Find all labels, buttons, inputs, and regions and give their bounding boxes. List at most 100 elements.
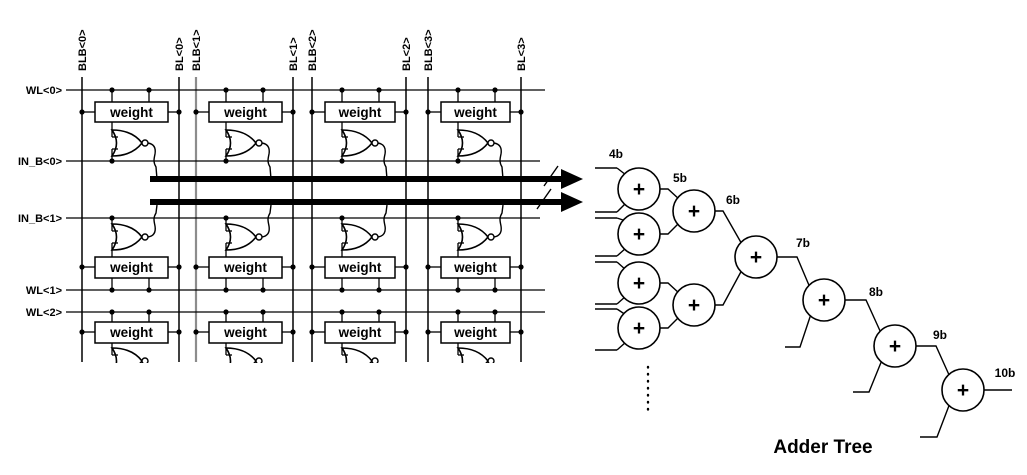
- connection-dot: [79, 264, 85, 270]
- connection-dot: [223, 158, 229, 164]
- nor-gate-bubble-icon: [141, 233, 149, 241]
- adder-circle: [802, 278, 846, 322]
- connection-dot: [376, 87, 382, 93]
- connection-dot: [376, 287, 382, 293]
- weight-box: [208, 101, 283, 123]
- bitwidth-label: 4b: [609, 147, 623, 161]
- adder-circle: [672, 189, 716, 233]
- connection-dot: [455, 87, 461, 93]
- weight-box-label: weight: [338, 325, 382, 340]
- connection-dot: [518, 109, 524, 115]
- connection-dot: [403, 264, 409, 270]
- adder-wire: [660, 315, 681, 329]
- adder-wire: [777, 256, 812, 291]
- nor-output-wire: [147, 142, 158, 180]
- weight-box-label: weight: [338, 105, 382, 120]
- nor-gate: [110, 129, 144, 157]
- connection-dot: [309, 264, 315, 270]
- adder-node: +: [617, 167, 661, 211]
- plus-icon: +: [633, 317, 645, 340]
- adder-circle: [617, 261, 661, 305]
- bitline-label: BLB<0>: [77, 29, 89, 71]
- adder-circle: [941, 368, 985, 412]
- plus-icon: +: [633, 223, 645, 246]
- connection-dot: [260, 87, 266, 93]
- adder-wire: [660, 188, 681, 201]
- adder-wire: [845, 299, 882, 334]
- weight-box: [324, 321, 396, 344]
- nor-gate: [224, 129, 258, 157]
- bus-break-slash: [536, 188, 552, 210]
- bitline-label: BL<3>: [516, 37, 528, 71]
- connection-dot: [146, 309, 152, 315]
- connection-dot: [176, 264, 182, 270]
- connection-dot: [109, 215, 115, 221]
- bus-line: [150, 176, 561, 182]
- wordline-label: WL<1>: [26, 285, 62, 297]
- nor-gate: [340, 223, 374, 251]
- nor-gate-bubble-icon: [141, 139, 149, 147]
- weight-box-label: weight: [453, 325, 497, 340]
- plus-icon: +: [688, 294, 700, 317]
- adder-wire: [920, 402, 951, 438]
- connection-dot: [79, 109, 85, 115]
- input-line-label: IN_B<1>: [18, 213, 62, 225]
- weight-box: [94, 101, 169, 123]
- connection-dot: [309, 109, 315, 115]
- adder-wire: [916, 345, 951, 378]
- nor-gate: [456, 347, 490, 363]
- nor-gate: [224, 223, 258, 251]
- connection-dot: [223, 309, 229, 315]
- weight-box: [440, 101, 511, 123]
- connection-dot: [455, 158, 461, 164]
- bus-arrowhead-icon: [561, 192, 583, 212]
- nor-gate-bubble-icon: [255, 139, 263, 147]
- bitline-label: BLB<2>: [307, 29, 319, 71]
- connection-dot: [339, 87, 345, 93]
- connection-dot: [492, 287, 498, 293]
- connection-dot: [403, 109, 409, 115]
- connection-dot: [290, 109, 296, 115]
- connection-dot: [339, 287, 345, 293]
- nor-output-wire: [261, 204, 272, 238]
- adder-wire: [715, 210, 744, 247]
- weight-box: [324, 101, 396, 123]
- bitwidth-label: 10b: [995, 366, 1016, 380]
- adder-wire: [853, 359, 883, 393]
- plus-icon: +: [688, 200, 700, 223]
- bitline-label: BLB<1>: [191, 29, 203, 71]
- connection-dot: [518, 264, 524, 270]
- connection-dot: [339, 215, 345, 221]
- bitline-label: BL<1>: [288, 37, 300, 71]
- adder-wire: [660, 282, 681, 295]
- connection-dot: [109, 87, 115, 93]
- connection-dot: [109, 158, 115, 164]
- nor-gate-bubble-icon: [487, 139, 495, 147]
- weight-box: [208, 321, 283, 344]
- adder-wire: [715, 267, 744, 306]
- wordline-label: WL<2>: [26, 307, 62, 319]
- adder-wire: [660, 221, 681, 235]
- adder-circle: [873, 324, 917, 368]
- bitwidth-label: 7b: [796, 236, 810, 250]
- connection-dot: [146, 87, 152, 93]
- weight-box: [440, 321, 511, 344]
- input-line-label: IN_B<0>: [18, 156, 62, 168]
- connection-dot: [176, 329, 182, 335]
- connection-dot: [425, 329, 431, 335]
- plus-icon: +: [818, 289, 830, 312]
- bitwidth-label: 5b: [673, 171, 687, 185]
- connection-dot: [79, 329, 85, 335]
- connection-dot: [492, 309, 498, 315]
- connection-dot: [109, 309, 115, 315]
- connection-dot: [403, 329, 409, 335]
- adder-circle: [617, 167, 661, 211]
- nor-gate: [456, 129, 490, 157]
- memory-array: BLB<0>BL<0>BLB<1>BL<1>BLB<2>BL<2>BLB<3>B…: [18, 29, 545, 363]
- connection-dot: [193, 109, 199, 115]
